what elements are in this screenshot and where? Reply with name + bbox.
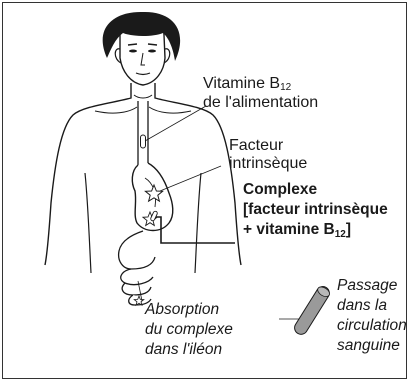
label-passage-line2: dans la: [337, 295, 387, 316]
label-complex-line3: + vitamine B12]: [243, 219, 351, 245]
label-absorption-line2: du complexe: [145, 319, 233, 340]
label-complex-line1: Complexe: [243, 179, 317, 200]
label-intrinsic-factor-line2: intrinsèque: [229, 153, 307, 174]
label-passage-line4: sanguine: [337, 335, 400, 356]
label-absorption-line3: dans l'iléon: [145, 339, 222, 360]
label-vitamin-b12-line2: de l'alimentation: [203, 92, 318, 113]
right-eye: [148, 50, 156, 53]
duodenum: [119, 231, 143, 269]
small-intestine: [121, 257, 155, 295]
label-absorption-line1: Absorption: [145, 299, 219, 320]
neck-line: [134, 95, 152, 98]
blood-vessel: [292, 284, 332, 337]
clavicles: [95, 107, 191, 113]
diagram-frame: Vitamine B12 de l'alimentation Facteur i…: [2, 2, 407, 379]
esophagus: [138, 101, 148, 165]
label-passage-line3: circulation: [337, 315, 407, 336]
left-eye: [129, 50, 137, 53]
label-passage-line1: Passage: [337, 275, 397, 296]
leader-factor: [160, 166, 221, 191]
vitamin-b12-pill: [141, 135, 146, 148]
label-complex-line2: [facteur intrinsèque: [243, 199, 388, 220]
leader-vitamin: [145, 106, 206, 141]
